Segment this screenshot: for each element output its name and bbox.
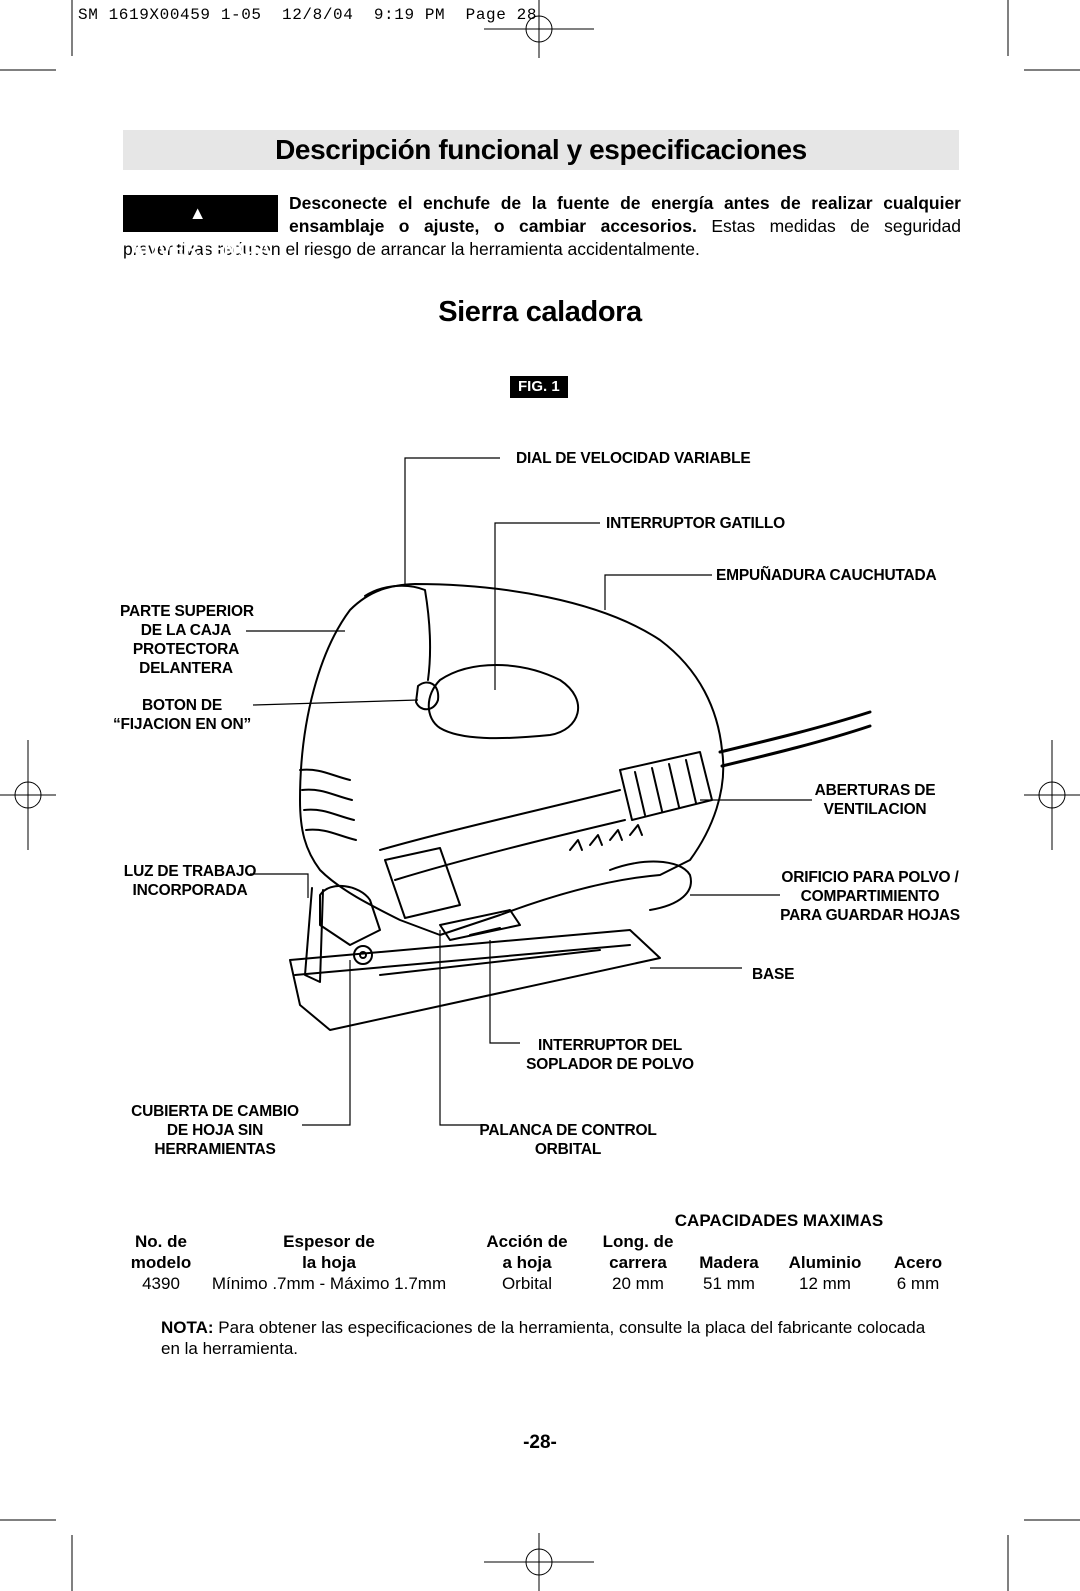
callout-lock-on: BOTON DE “FIJACION EN ON” bbox=[112, 696, 252, 734]
warning-triangle-icon: ▲ bbox=[188, 203, 207, 223]
spec-group-header: CAPACIDADES MAXIMAS bbox=[674, 1211, 884, 1230]
spec-steel: 6 mm bbox=[896, 1274, 940, 1293]
section-title-bar: Descripción funcional y especificaciones bbox=[123, 130, 959, 170]
page-number: -28- bbox=[523, 1432, 557, 1453]
spec-aluminum: 12 mm bbox=[799, 1274, 851, 1293]
callout-lock-on-line1: BOTON DE bbox=[142, 697, 222, 714]
product-title: Sierra caladora bbox=[438, 296, 642, 328]
callout-vents: ABERTURAS DE VENTILACION bbox=[800, 781, 950, 819]
warning-badge-label: ADVERTENCIA bbox=[129, 239, 272, 261]
callout-top-housing: PARTE SUPERIOR DE LA CAJA PROTECTORA DEL… bbox=[120, 602, 254, 678]
note-text: Para obtener las especificaciones de la … bbox=[161, 1318, 926, 1358]
spec-action: Orbital bbox=[501, 1274, 553, 1293]
table-row: 4390 Mínimo .7mm - Máximo 1.7mm Orbital … bbox=[123, 1273, 963, 1294]
callout-orbital-lever-line2: ORBITAL bbox=[534, 1141, 602, 1158]
callout-vents-line2: VENTILACION bbox=[823, 801, 927, 818]
spec-header-row-1: No. de Espesor de Acción de Long. de bbox=[123, 1231, 963, 1252]
spec-header-steel-2: Acero bbox=[893, 1253, 943, 1272]
callout-orbital-lever-line1: PALANCA DE CONTROL bbox=[479, 1122, 657, 1139]
figure-label: FIG. 1 bbox=[510, 376, 568, 398]
spec-header-stroke-2: carrera bbox=[609, 1253, 667, 1272]
callout-trigger: INTERRUPTOR GATILLO bbox=[606, 515, 786, 532]
spec-wood: 51 mm bbox=[703, 1274, 755, 1293]
callout-base: BASE bbox=[752, 966, 795, 983]
callout-vents-line1: ABERTURAS DE bbox=[814, 782, 936, 799]
callout-top-housing-line1: PARTE SUPERIOR bbox=[120, 603, 254, 620]
callout-work-light-line2: INCORPORADA bbox=[132, 882, 248, 899]
note-label: NOTA: bbox=[161, 1318, 214, 1337]
section-title: Descripción funcional y especificaciones bbox=[275, 134, 807, 165]
spec-header-row-2: modelo la hoja a hoja carrera Madera Alu… bbox=[123, 1252, 963, 1273]
callout-blade-cover-line2: DE HOJA SIN bbox=[166, 1122, 264, 1139]
callout-dust-port-line2: COMPARTIMIENTO bbox=[800, 888, 940, 905]
spec-header-aluminum-2: Aluminio bbox=[788, 1253, 862, 1272]
spec-table: CAPACIDADES MAXIMAS No. de Espesor de Ac… bbox=[123, 1210, 963, 1294]
warning-bold-text: Desconecte el enchufe de la fuente de en… bbox=[289, 193, 961, 236]
callout-blade-cover-line3: HERRAMIENTAS bbox=[154, 1141, 276, 1158]
callout-orbital-lever: PALANCA DE CONTROL ORBITAL bbox=[478, 1121, 658, 1159]
callout-dust-port-line1: ORIFICIO PARA POLVO / bbox=[781, 869, 959, 886]
spec-group-header-row: CAPACIDADES MAXIMAS bbox=[123, 1210, 963, 1231]
callout-top-housing-line3: PROTECTORA bbox=[132, 641, 240, 658]
callout-work-light: LUZ DE TRABAJO INCORPORADA bbox=[117, 862, 263, 900]
warning-paragraph: Desconecte el enchufe de la fuente de en… bbox=[123, 192, 961, 261]
callout-top-housing-line2: DE LA CAJA bbox=[140, 622, 232, 639]
callout-blower-switch-line2: SOPLADOR DE POLVO bbox=[526, 1056, 694, 1073]
spec-header-steel-1 bbox=[873, 1231, 963, 1252]
spec-model: 4390 bbox=[142, 1274, 180, 1293]
warning-badge: ▲ ADVERTENCIA bbox=[123, 195, 278, 261]
callout-grip: EMPUÑADURA CAUCHUTADA bbox=[716, 567, 937, 584]
print-slug: SM 1619X00459 1-05 12/8/04 9:19 PM Page … bbox=[78, 6, 538, 24]
spec-header-action-1: Acción de bbox=[486, 1232, 568, 1251]
callout-dust-port-line3: PARA GUARDAR HOJAS bbox=[780, 907, 960, 924]
callout-blade-cover-line1: CUBIERTA DE CAMBIO bbox=[131, 1103, 299, 1120]
callout-dust-port: ORIFICIO PARA POLVO / COMPARTIMIENTO PAR… bbox=[770, 868, 970, 925]
callout-dial: DIAL DE VELOCIDAD VARIABLE bbox=[516, 450, 751, 467]
spec-header-thickness-1: Espesor de bbox=[283, 1232, 375, 1251]
spec-thickness: Mínimo .7mm - Máximo 1.7mm bbox=[211, 1274, 447, 1293]
callout-lock-on-line2: “FIJACION EN ON” bbox=[112, 716, 252, 733]
spec-header-aluminum-1 bbox=[777, 1231, 873, 1252]
warning-text: Estas medidas de seguridad preventivas r… bbox=[123, 216, 961, 259]
callout-top-housing-line4: DELANTERA bbox=[139, 660, 233, 677]
callout-blower-switch: INTERRUPTOR DEL SOPLADOR DE POLVO bbox=[520, 1036, 700, 1074]
spec-header-stroke-1: Long. de bbox=[602, 1232, 674, 1251]
spec-header-thickness-2: la hoja bbox=[302, 1253, 356, 1272]
callout-work-light-line1: LUZ DE TRABAJO bbox=[123, 863, 257, 880]
spec-header-model-1: No. de bbox=[135, 1232, 187, 1251]
spec-header-wood-1 bbox=[681, 1231, 777, 1252]
callout-blower-switch-line1: INTERRUPTOR DEL bbox=[538, 1037, 682, 1054]
spec-header-wood-2: Madera bbox=[699, 1253, 759, 1272]
spec-stroke: 20 mm bbox=[612, 1274, 664, 1293]
spec-header-action-2: a hoja bbox=[502, 1253, 552, 1272]
note-paragraph: NOTA: Para obtener las especificaciones … bbox=[161, 1317, 931, 1359]
spec-header-model-2: modelo bbox=[130, 1253, 192, 1272]
callout-blade-cover: CUBIERTA DE CAMBIO DE HOJA SIN HERRAMIEN… bbox=[130, 1102, 300, 1159]
